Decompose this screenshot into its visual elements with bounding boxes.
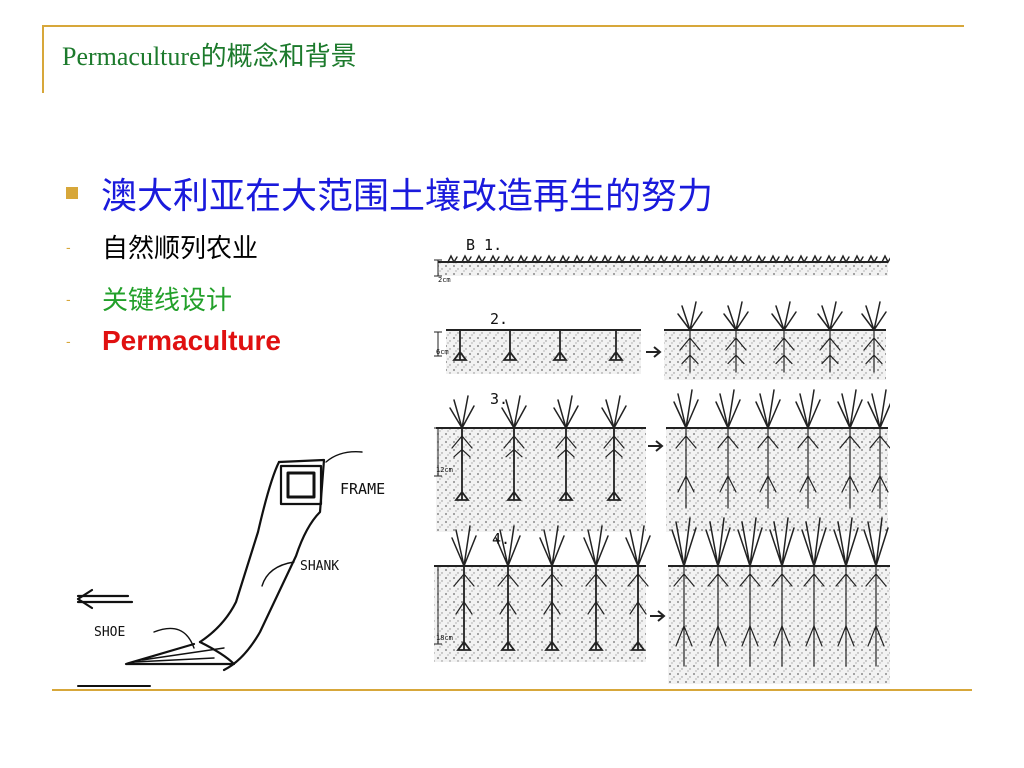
soil-panel (446, 330, 641, 374)
plant-shoot (796, 390, 820, 428)
plant-shoot (450, 396, 474, 428)
keyline-plow-sketch: FRAME SHANK SHOE (74, 436, 404, 690)
stage-label: 3. (490, 390, 508, 408)
plant-shoot (602, 396, 626, 428)
list-item: -Permaculture (66, 325, 281, 357)
depth-label: 18cm (436, 634, 453, 642)
soil-panel (668, 566, 890, 684)
plant-shoot (862, 302, 886, 330)
list-item-text: 自然顺列农业 (102, 234, 258, 264)
plant-shoot (674, 390, 698, 428)
plant-shoot (838, 390, 862, 428)
stage-label: B 1. (466, 236, 502, 254)
soil-panel (666, 428, 888, 532)
depth-label: 12cm (436, 466, 453, 474)
stage-label: 2. (490, 310, 508, 328)
dash-marker: - (66, 239, 102, 255)
shank-label: SHANK (300, 559, 339, 574)
stage-arrow (648, 441, 662, 451)
left-rule (42, 25, 44, 93)
plant-shoot (756, 390, 780, 428)
root-development-diagram: B 1. 2. 3. 4. 2cm 6cm 12cm 18cm (428, 232, 890, 684)
shoe-label: SHOE (94, 625, 125, 640)
plant-shoot (716, 390, 740, 428)
depth-label: 6cm (436, 348, 449, 356)
frame-label: FRAME (340, 480, 385, 498)
plant-shoot (772, 302, 796, 330)
list-item-text: Permaculture (102, 325, 281, 356)
stage-arrow (650, 611, 664, 621)
plant-shoot (554, 396, 578, 428)
bullet-square-icon (66, 187, 78, 199)
plant-shoot (868, 390, 890, 428)
slide-heading: 澳大利亚在大范围土壤改造再生的努力 (101, 167, 713, 219)
slide-title: Permaculture的概念和背景 (62, 36, 357, 73)
plant-shoot (818, 302, 842, 330)
dash-marker: - (66, 291, 102, 307)
soil-panel (434, 566, 646, 662)
list-item-text: 关键线设计 (102, 286, 232, 316)
dash-marker: - (66, 333, 102, 349)
list-item: -自然顺列农业 (66, 228, 258, 265)
depth-label: 2cm (438, 276, 451, 284)
stage-arrow (646, 347, 660, 357)
soil-panel (664, 330, 886, 380)
top-rule (42, 25, 964, 27)
stage-label: 4. (492, 530, 510, 548)
soil-panel (438, 262, 888, 276)
plant-shoot (678, 302, 702, 330)
list-item: -关键线设计 (66, 280, 232, 317)
plant-shoot (724, 302, 748, 330)
